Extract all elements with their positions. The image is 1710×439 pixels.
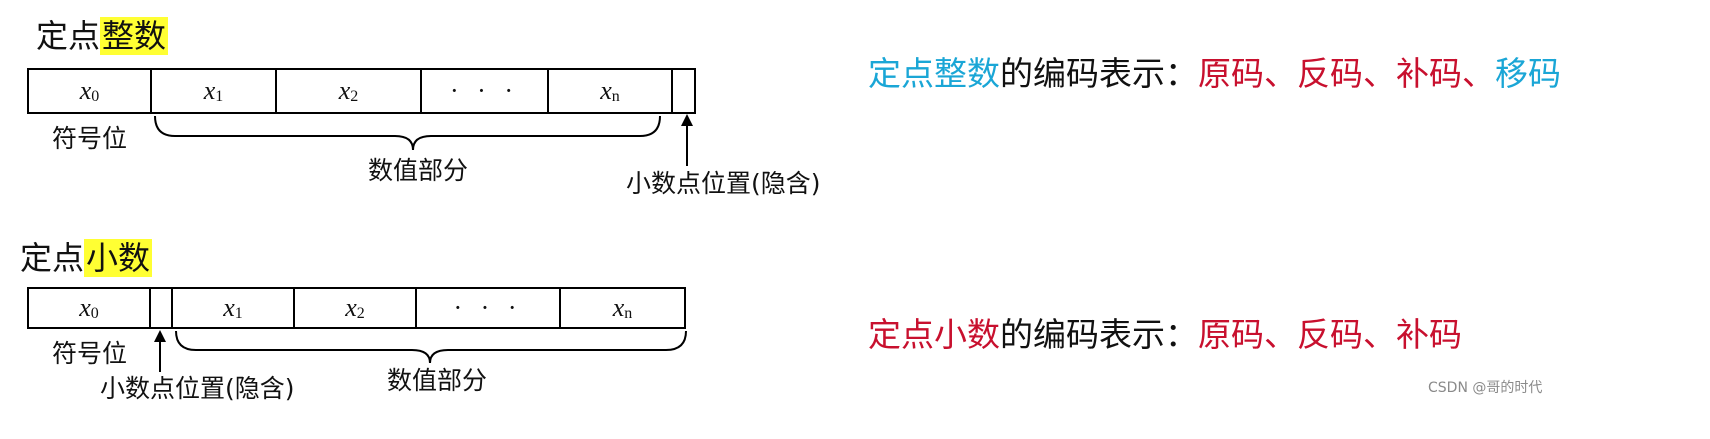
fraction-title-highlight: 小数 — [84, 239, 153, 277]
integer-title-prefix: 定点 — [36, 17, 101, 55]
integer-cell-ellipsis-text: · · · — [450, 76, 519, 105]
integer-cell-var: x — [600, 76, 612, 105]
fraction-encoding-subject: 定点小数 — [868, 315, 1000, 354]
integer-code-sep: 、 — [1462, 54, 1495, 93]
fraction-cell-sub: 1 — [234, 305, 243, 322]
integer-cell-sub: n — [611, 88, 620, 105]
integer-title: 定点整数 — [36, 16, 169, 56]
fraction-point-label: 小数点位置(隐含) — [100, 374, 295, 403]
integer-code-ones: 反码 — [1297, 54, 1363, 93]
integer-value-label: 数值部分 — [368, 156, 469, 185]
fraction-encoding-middle: 的编码表示： — [1000, 315, 1198, 354]
fraction-cell-sub: 2 — [356, 305, 365, 322]
fraction-point-arrow-head — [154, 330, 166, 342]
fraction-cell-ellipsis: · · · — [415, 287, 561, 329]
integer-cell-var: x — [203, 76, 216, 105]
integer-point-arrow-head — [681, 114, 693, 126]
fraction-cell-var: x — [612, 293, 625, 322]
integer-code-biased: 移码 — [1495, 54, 1561, 93]
integer-cell-sub: 2 — [350, 88, 359, 105]
integer-cell-sub: 0 — [91, 88, 100, 105]
integer-value-brace — [154, 115, 661, 151]
fraction-code-twos: 补码 — [1396, 315, 1462, 354]
fraction-title-prefix: 定点 — [20, 239, 85, 277]
integer-code-original: 原码 — [1198, 54, 1264, 93]
integer-cell-sub: 1 — [215, 88, 224, 105]
integer-cell-ellipsis: · · · — [420, 68, 549, 114]
fraction-cell-var: x — [223, 293, 235, 322]
watermark: CSDN @哥的时代 — [1428, 380, 1543, 396]
fraction-code-sep: 、 — [1363, 315, 1396, 354]
integer-code-sep: 、 — [1363, 54, 1396, 93]
fraction-cell-var: x — [345, 293, 357, 322]
fraction-value-brace — [175, 330, 687, 364]
fraction-cell-ellipsis-text: · · · — [453, 293, 523, 322]
integer-title-highlight: 整数 — [100, 17, 169, 55]
integer-code-sep: 、 — [1264, 54, 1297, 93]
integer-sign-label: 符号位 — [52, 124, 128, 153]
integer-cell-point — [671, 68, 696, 114]
fraction-cell-var: x — [79, 293, 91, 322]
fraction-cell-sub: 0 — [90, 305, 99, 322]
integer-encoding-subject: 定点整数 — [868, 54, 1000, 93]
fraction-code-sep: 、 — [1264, 315, 1297, 354]
integer-encoding-middle: 的编码表示： — [1000, 54, 1198, 93]
fraction-code-original: 原码 — [1198, 315, 1264, 354]
integer-point-label: 小数点位置(隐含) — [626, 169, 821, 198]
integer-encoding: 定点整数的编码表示：原码、反码、补码、移码 — [868, 52, 1561, 96]
fraction-title: 定点小数 — [20, 238, 153, 278]
fraction-encoding: 定点小数的编码表示：原码、反码、补码 — [868, 313, 1462, 357]
fraction-sign-label: 符号位 — [52, 339, 128, 368]
fraction-code-ones: 反码 — [1297, 315, 1363, 354]
integer-cell-var: x — [79, 76, 92, 105]
integer-cell-var: x — [338, 76, 351, 105]
fraction-value-label: 数值部分 — [387, 366, 488, 395]
integer-code-twos: 补码 — [1396, 54, 1462, 93]
fraction-cell-sub: n — [624, 305, 633, 322]
